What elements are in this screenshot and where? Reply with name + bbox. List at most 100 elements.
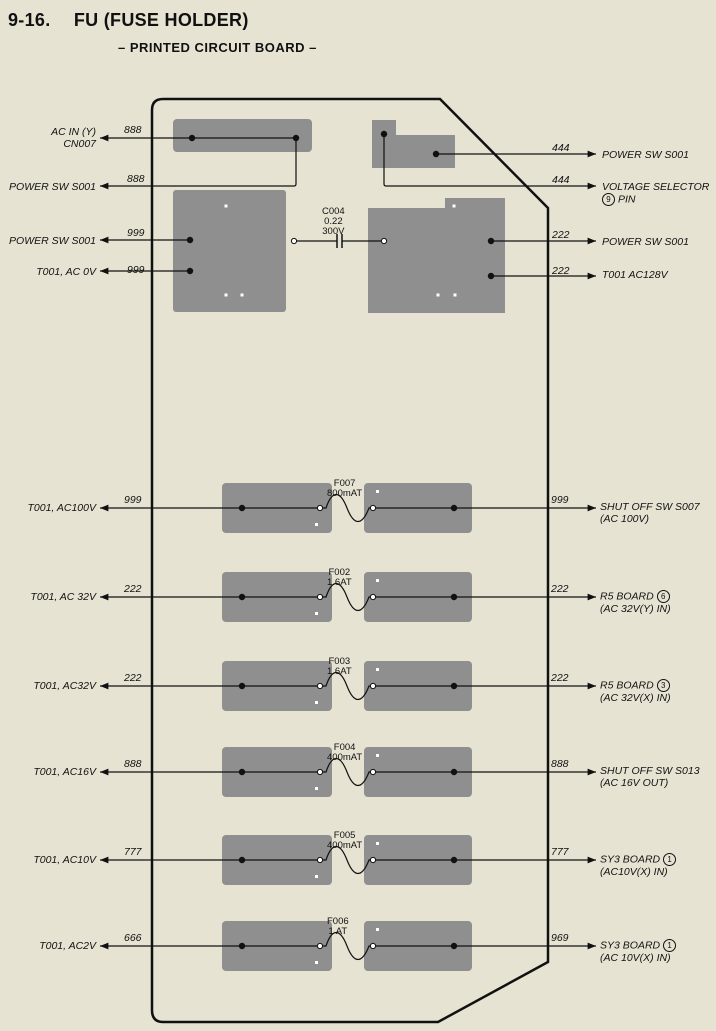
- right-connection-label: POWER SW S001: [602, 236, 689, 248]
- terminal: [316, 504, 324, 512]
- connection-detail-text: (AC10V(X) IN): [600, 866, 668, 878]
- solder-point: [238, 856, 246, 864]
- wire-number: 999: [127, 264, 145, 276]
- fuse-rating: 1.6AT: [327, 666, 352, 677]
- wire-number: 777: [124, 846, 142, 858]
- wire-number: 888: [124, 758, 142, 770]
- via: [376, 490, 379, 493]
- via: [315, 701, 318, 704]
- via: [452, 204, 456, 208]
- section-number: 9-16.: [8, 10, 51, 30]
- left-connection-label: T001, AC16V: [33, 766, 96, 778]
- connection-name: POWER SW S001: [9, 181, 96, 193]
- right-connection-label: SHUT OFF SW S013(AC 16V OUT): [600, 765, 700, 789]
- via: [315, 787, 318, 790]
- pad-power-left: [173, 190, 286, 312]
- fuse-row: [100, 747, 596, 797]
- fuse-symbol: [321, 493, 373, 523]
- fuse-symbol: [321, 931, 373, 961]
- connection-name: T001, AC16V: [33, 766, 96, 778]
- left-connection-label: POWER SW S001: [9, 181, 96, 193]
- wire-number: 888: [127, 173, 145, 185]
- wire-number: 888: [551, 758, 569, 770]
- left-connection-label: POWER SW S001: [9, 235, 96, 247]
- via: [453, 293, 457, 297]
- solder-point: [238, 593, 246, 601]
- pad-power-right: [368, 198, 505, 313]
- wire-number: 222: [124, 672, 142, 684]
- via: [376, 668, 379, 671]
- terminal: [369, 682, 377, 690]
- connection-name: T001, AC2V: [39, 940, 96, 952]
- terminal: [369, 504, 377, 512]
- right-connection-label: POWER SW S001: [602, 149, 689, 161]
- connection-text: SHUT OFF SW S013: [600, 765, 700, 777]
- wire-number: 444: [552, 174, 570, 186]
- pin-number-badge: 1: [663, 853, 677, 866]
- right-connection-label: T001 AC128V: [602, 269, 668, 281]
- solder-point: [450, 682, 458, 690]
- wire-number: 222: [551, 583, 569, 595]
- terminal: [369, 593, 377, 601]
- connection-detail-text: (AC 10V(X) IN): [600, 952, 671, 964]
- connection-name: POWER SW S001: [9, 235, 96, 247]
- via: [315, 612, 318, 615]
- fuse-symbol: [321, 582, 373, 612]
- connection-text: R5 BOARD: [600, 590, 654, 603]
- pad-ac-in: [173, 119, 312, 152]
- connection-text: T001 AC128V: [602, 269, 668, 281]
- solder-point: [186, 267, 194, 275]
- solder-point: [432, 150, 440, 158]
- fuse-symbol: [321, 845, 373, 875]
- connection-name: T001, AC 0V: [36, 266, 96, 278]
- connection-name: POWER SW S001: [602, 236, 689, 248]
- via: [436, 293, 440, 297]
- left-connection-label: T001, AC 0V: [36, 266, 96, 278]
- fuse-symbol: [321, 757, 373, 787]
- via: [376, 928, 379, 931]
- pin-number-badge: 3: [656, 679, 670, 692]
- wire-number: 666: [124, 932, 142, 944]
- wire-number: 777: [551, 846, 569, 858]
- solder-point: [188, 134, 196, 142]
- fuse-ref: F005: [333, 830, 356, 841]
- via: [376, 754, 379, 757]
- via: [315, 961, 318, 964]
- left-connection-label: T001, AC10V: [33, 854, 96, 866]
- solder-point: [450, 942, 458, 950]
- solder-point: [238, 504, 246, 512]
- via: [224, 293, 228, 297]
- solder-point: [450, 593, 458, 601]
- connection-name: SHUT OFF SW S013: [600, 765, 700, 777]
- fuse-ref: F006: [327, 916, 349, 927]
- connection-name: T001, AC100V: [27, 502, 97, 514]
- wire-number: 444: [552, 142, 570, 154]
- connection-name: T001, AC10V: [33, 854, 96, 866]
- connection-name: T001 AC128V: [602, 269, 668, 281]
- solder-point: [238, 682, 246, 690]
- connection-detail: (AC 32V(Y) IN): [600, 603, 671, 615]
- connection-detail: (AC 16V OUT): [600, 777, 700, 789]
- left-connection-label: T001, AC100V: [28, 502, 97, 514]
- wire-arrow: [100, 138, 297, 190]
- pin-number-badge: 9: [602, 193, 615, 206]
- connection-detail: (AC 10V(X) IN): [600, 952, 676, 964]
- via: [240, 293, 244, 297]
- terminal: [316, 593, 324, 601]
- wire-number: 222: [552, 229, 570, 241]
- via: [315, 875, 318, 878]
- solder-point: [238, 768, 246, 776]
- fuse-symbol: [321, 671, 373, 701]
- left-connection-label: T001, AC 32V: [30, 591, 96, 603]
- pin-number-badge: 1: [663, 939, 677, 952]
- wire-number: 222: [124, 583, 142, 595]
- connection-text: R5 BOARD: [600, 679, 654, 692]
- connection-detail-text: (AC 32V(X) IN): [600, 692, 671, 704]
